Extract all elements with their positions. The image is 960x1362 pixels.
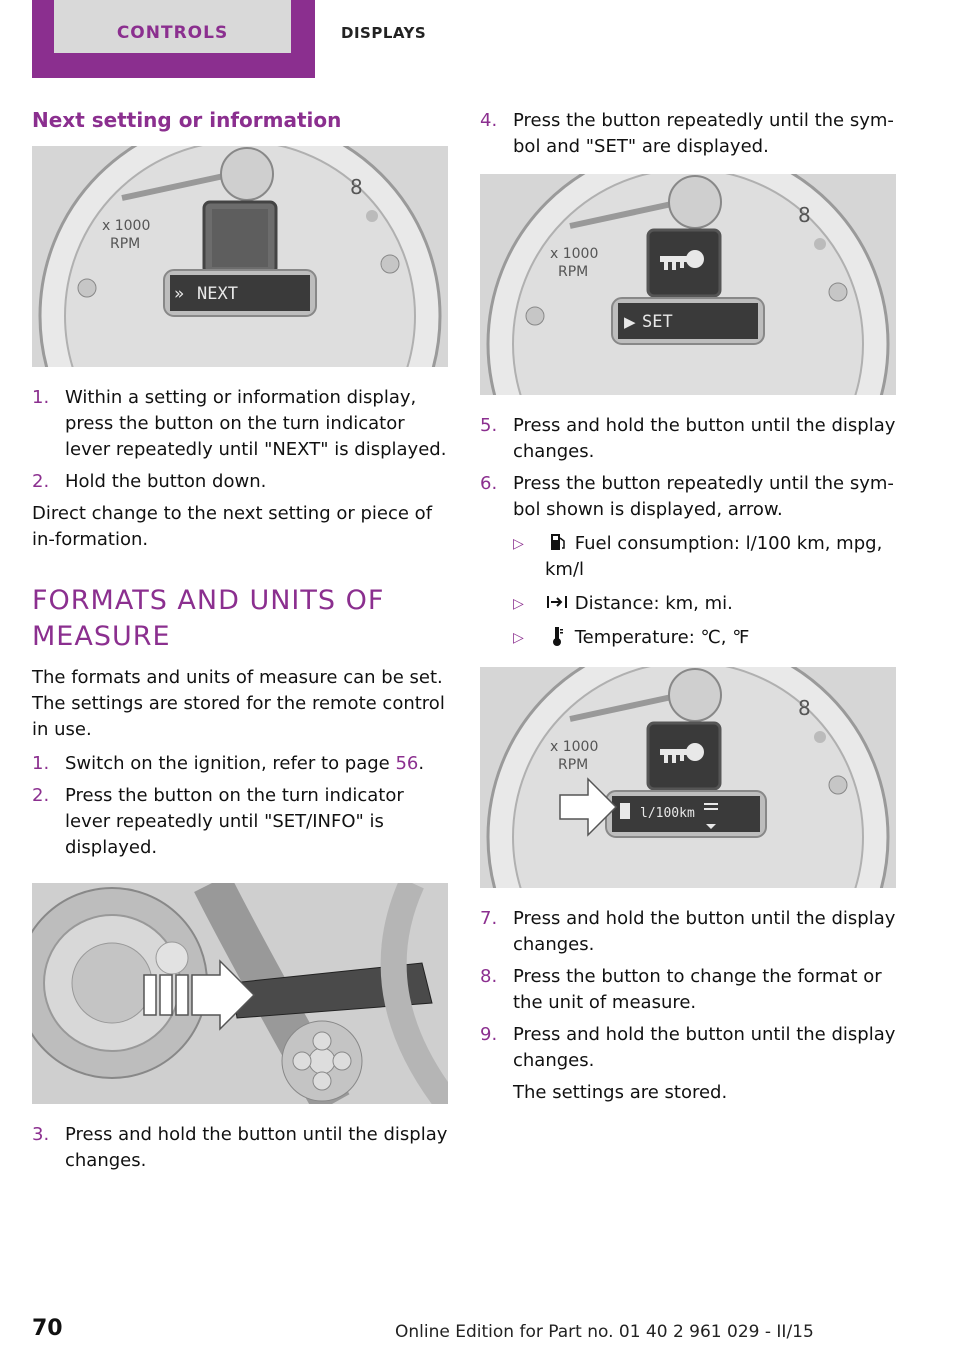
step-text: Press and hold the button until the disp… — [513, 908, 896, 955]
step-number: 2. — [32, 471, 50, 492]
figure-instrument-set: ▶ SET x 1000 RPM 8 — [480, 174, 896, 395]
list-item: 1. Within a setting or information displ… — [32, 385, 448, 463]
bullet-text-distance: Distance: km, mi. — [574, 593, 733, 614]
fig4-rpm-scale: x 1000 — [550, 739, 598, 755]
fig1-rpm-scale: x 1000 — [102, 218, 150, 234]
tab-controls-label: CONTROLS — [54, 0, 291, 53]
section-title-formats: FORMATS AND UNITS OF MEASURE — [32, 585, 385, 652]
tab-controls[interactable]: CONTROLS — [32, 0, 315, 78]
step-text: Press the button on the turn indicator l… — [65, 785, 404, 858]
step-text: Press and hold the button until the disp… — [513, 415, 896, 462]
figure-turn-indicator-lever — [32, 883, 448, 1104]
fig1-display-text: NEXT — [197, 284, 238, 304]
list-item: 2. Hold the button down. — [32, 469, 448, 495]
step-number: 4. — [480, 110, 498, 131]
step-number: 5. — [480, 415, 498, 436]
bullet-triangle-icon: ▷ — [513, 536, 524, 552]
key-symbol-icon — [660, 250, 704, 270]
list-item: 8. Press the button to change the format… — [480, 964, 896, 1016]
footer-edition: Online Edition for Part no. 01 40 2 961 … — [395, 1322, 814, 1342]
fig4-rpm-label: RPM — [558, 757, 588, 773]
list-item: 1. Switch on the ignition, refer to page… — [32, 751, 448, 777]
step-number: 3. — [32, 1124, 50, 1145]
page-number: 70 — [32, 1316, 63, 1341]
list-item: 9. Press and hold the button until the d… — [480, 1022, 896, 1074]
paragraph-formats-intro: The formats and units of measure can be … — [32, 667, 445, 740]
step-text: Switch on the ignition, refer to page — [65, 753, 396, 774]
page-link-56[interactable]: 56 — [395, 753, 419, 774]
list-item: 4. Press the button repeatedly until the… — [480, 108, 896, 160]
step-number: 1. — [32, 753, 50, 774]
step-text: Press the button to change the format or… — [513, 966, 882, 1013]
subheading-next-setting: Next setting or information — [32, 108, 342, 132]
list-item: 3. Press and hold the button until the d… — [32, 1122, 448, 1174]
pointer-arrow-icon — [559, 777, 618, 837]
list-item: ▷ Fuel consumption: l/100 km, mpg, km/l — [513, 531, 896, 583]
step-number: 1. — [32, 387, 50, 408]
bullet-text-temperature: Temperature: ℃, ℉ — [574, 627, 750, 648]
figure-instrument-next: NEXT » x 1000 RPM 8 — [32, 146, 448, 367]
bullet-text-fuel: Fuel consumption: l/100 km, mpg, km/l — [545, 533, 883, 580]
paragraph-direct-change: Direct change to the next setting or pie… — [32, 503, 433, 550]
step-text: Within a setting or information display,… — [65, 387, 447, 460]
svg-text:8: 8 — [350, 175, 363, 199]
fuel-pump-icon — [551, 534, 565, 550]
step-number: 6. — [480, 473, 498, 494]
step-text: Press the button repeatedly until the sy… — [513, 110, 894, 157]
step-number: 7. — [480, 908, 498, 929]
fig3-rpm-scale: x 1000 — [550, 246, 598, 262]
fig3-display-text: SET — [642, 312, 673, 332]
svg-text:8: 8 — [798, 696, 811, 720]
fig4-display-text: l/100km — [640, 806, 695, 821]
distance-icon — [547, 596, 567, 608]
left-column: Next setting or information NEXT » x 100… — [32, 108, 448, 1180]
figure-instrument-fuel: l/100km x 1000 RPM 8 — [480, 667, 896, 888]
step-text: Hold the button down. — [65, 471, 267, 492]
step-number: 2. — [32, 785, 50, 806]
bullet-triangle-icon: ▷ — [513, 596, 524, 612]
list-item: 2. Press the button on the turn indicato… — [32, 783, 448, 861]
step-text: Press and hold the button until the disp… — [513, 1024, 896, 1071]
list-item: 7. Press and hold the button until the d… — [480, 906, 896, 958]
right-column: 4. Press the button repeatedly until the… — [480, 108, 896, 1106]
list-item: ▷ Temperature: ℃, ℉ — [513, 625, 896, 651]
bullet-triangle-icon: ▷ — [513, 630, 524, 646]
step-text: Press and hold the button until the disp… — [65, 1124, 448, 1171]
step-number: 8. — [480, 966, 498, 987]
svg-text:»: » — [174, 284, 184, 304]
tab-displays[interactable]: DISPLAYS — [341, 24, 427, 42]
fig3-rpm-label: RPM — [558, 264, 588, 280]
svg-text:8: 8 — [798, 203, 811, 227]
list-item: 6. Press the button repeatedly until the… — [480, 471, 896, 523]
fig1-rpm-label: RPM — [110, 236, 140, 252]
step-number: 9. — [480, 1024, 498, 1045]
thermometer-icon — [553, 627, 563, 646]
settings-stored-note: The settings are stored. — [513, 1082, 728, 1103]
list-item: ▷ Distance: km, mi. — [513, 591, 896, 617]
list-item: 5. Press and hold the button until the d… — [480, 413, 896, 465]
svg-text:▶: ▶ — [624, 313, 636, 331]
step-text: Press the button repeatedly until the sy… — [513, 473, 894, 520]
